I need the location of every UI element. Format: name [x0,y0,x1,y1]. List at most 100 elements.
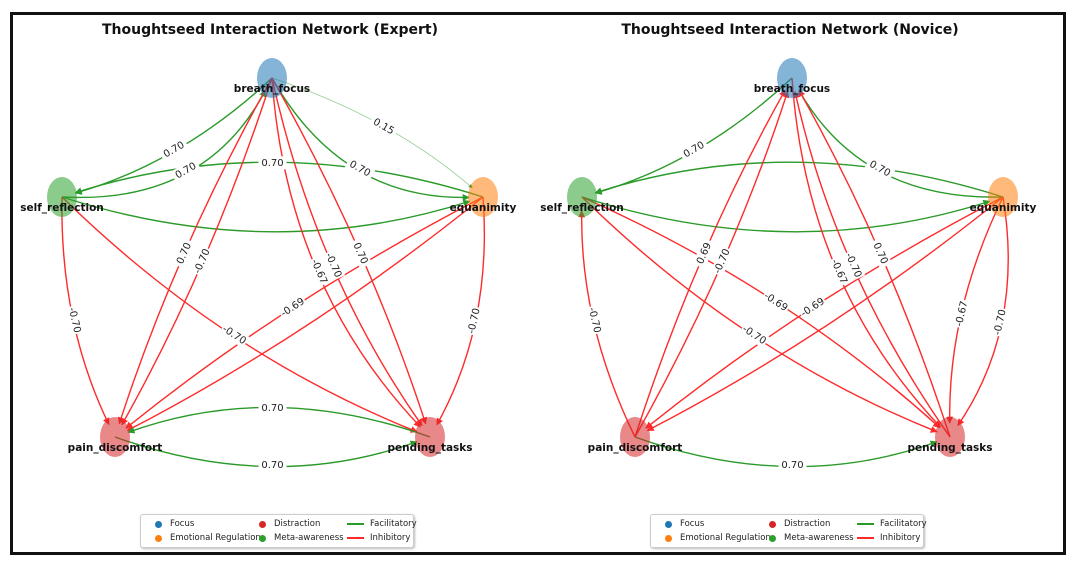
legend-label: Focus [680,519,705,529]
legend-line-icon [347,523,364,525]
node-pending_tasks: pending_tasks [907,417,993,457]
legend-label: Inhibitory [880,533,921,543]
legend-label: Distraction [784,519,831,529]
edge-self_reflection-to-pending_tasks [581,196,938,433]
node-pain_discomfort: pain_discomfort [68,417,162,457]
figure-frame [10,12,1066,555]
self_reflection-node-circle [47,177,77,217]
legend-item-facilitatory: Facilitatory [857,518,927,530]
edge-weight-label: 0.70 [778,458,807,472]
edge-weight-text: 0.70 [261,158,283,169]
edge-self_reflection-to-equanimity [61,196,471,233]
edge-weight-label: 0.70 [172,237,196,269]
node-self_reflection: self_reflection [20,177,104,217]
edge-weight-label: -0.70 [710,245,734,277]
edge-breath_focus-to-equanimity [271,77,470,202]
legend-item-distraction: Distraction [769,518,830,530]
edge-pending_tasks-to-breath_focus [798,89,951,438]
edge-equanimity-to-self_reflection [594,161,1004,198]
legend-item-meta-awareness: Meta-awareness [259,532,344,544]
legend-label: Facilitatory [370,519,417,529]
legend-item-focus: Focus [665,518,704,530]
equanimity-node-circle [468,177,498,217]
edge-weight-label: -0.69 [760,288,792,315]
edge-weight-text: 0.70 [174,161,199,182]
legend-line-icon [857,537,874,539]
edge-pending_tasks-to-breath_focus [792,90,951,438]
node-equanimity: equanimity [450,177,517,217]
node-self_reflection: self_reflection [540,177,624,217]
legend-dot-icon [155,520,162,528]
edge-weight-text: -0.67 [954,300,970,328]
legend-item-inhibitory: Inhibitory [857,532,920,544]
node-equanimity: equanimity [970,177,1036,217]
legend-dot-icon [665,534,672,542]
pain_discomfort-node-circle [620,417,650,457]
legend-dot-icon [259,520,266,528]
pending_tasks-node-label: pending_tasks [387,442,472,454]
edge-weight-text: 0.70 [867,159,892,180]
edge-weight-label: 0.70 [678,137,710,163]
breath_focus-node-circle [257,58,287,98]
node-pending_tasks: pending_tasks [387,417,473,457]
legend-label: Facilitatory [880,519,927,529]
legend-label: Emotional Regulation [680,533,771,543]
legend-label: Inhibitory [370,533,411,543]
edge-weight-text: -0.70 [586,306,602,334]
edge-breath_focus-to-self_reflection [594,77,793,195]
edge-weight-label: 0.70 [258,401,287,415]
edge-weight-label: -0.70 [990,307,1010,338]
edge-pain_discomfort-to-breath_focus [634,90,790,438]
edge-weight-text: 0.70 [261,403,283,414]
edge-weight-text: -0.70 [66,306,82,334]
edge-breath_focus-to-pending_tasks [271,77,428,425]
edge-weight-label: -0.69 [797,294,829,321]
edge-self_reflection-to-pending_tasks [61,196,418,433]
legend-label: Focus [170,519,195,529]
edge-weight-text: 0.70 [261,460,283,471]
edge-weight-text: 0.70 [162,140,187,161]
edge-weight-label: 0.70 [170,158,202,184]
pain_discomfort-node-circle [100,417,130,457]
equanimity-node-label: equanimity [450,202,517,214]
node-breath_focus: breath_focus [754,58,830,98]
edge-weight-text: 0.70 [175,241,194,266]
edge-weight-label: 0.70 [158,137,190,163]
edge-weight-label: -0.70 [65,304,84,336]
self_reflection-node-circle [567,177,597,217]
edge-equanimity-to-breath_focus [798,89,1004,198]
legend-dot-icon [769,520,776,528]
node-pain_discomfort: pain_discomfort [588,417,682,457]
edge-weight-label: 0.70 [348,237,373,269]
legend-item-facilitatory: Facilitatory [347,518,417,530]
legend-item-emotional-regulation: Emotional Regulation [155,532,261,544]
breath_focus-node-label: breath_focus [234,83,310,95]
edge-self_reflection-to-pending_tasks [581,196,941,429]
node-breath_focus: breath_focus [234,58,310,98]
legend-item-meta-awareness: Meta-awareness [769,532,854,544]
novice-network-title: Thoughtseed Interaction Network (Novice) [621,22,959,38]
legend-dot-icon [665,520,672,528]
edge-weight-label: 0.15 [368,113,400,140]
edge-weight-label: 0.70 [864,156,896,182]
legend-label: Meta-awareness [274,533,344,543]
breath_focus-node-circle [777,58,807,98]
legend-item-inhibitory: Inhibitory [347,532,410,544]
edge-weight-label: -0.70 [218,321,250,349]
edge-weight-label: -0.67 [952,298,971,329]
edge-weight-text: -0.70 [992,308,1008,336]
legend-item-distraction: Distraction [259,518,320,530]
legend-label: Emotional Regulation [170,533,261,543]
self_reflection-node-label: self_reflection [540,202,624,214]
edge-breath_focus-to-pending_tasks [791,77,941,428]
breath_focus-node-label: breath_focus [754,83,830,95]
expert-network-panel: Thoughtseed Interaction Network (Expert)… [20,22,517,548]
legend-line-icon [347,537,364,539]
edge-weight-text: 0.70 [870,241,889,266]
edge-weight-label: -0.70 [738,321,770,349]
edge-weight-label: 0.70 [344,156,376,182]
